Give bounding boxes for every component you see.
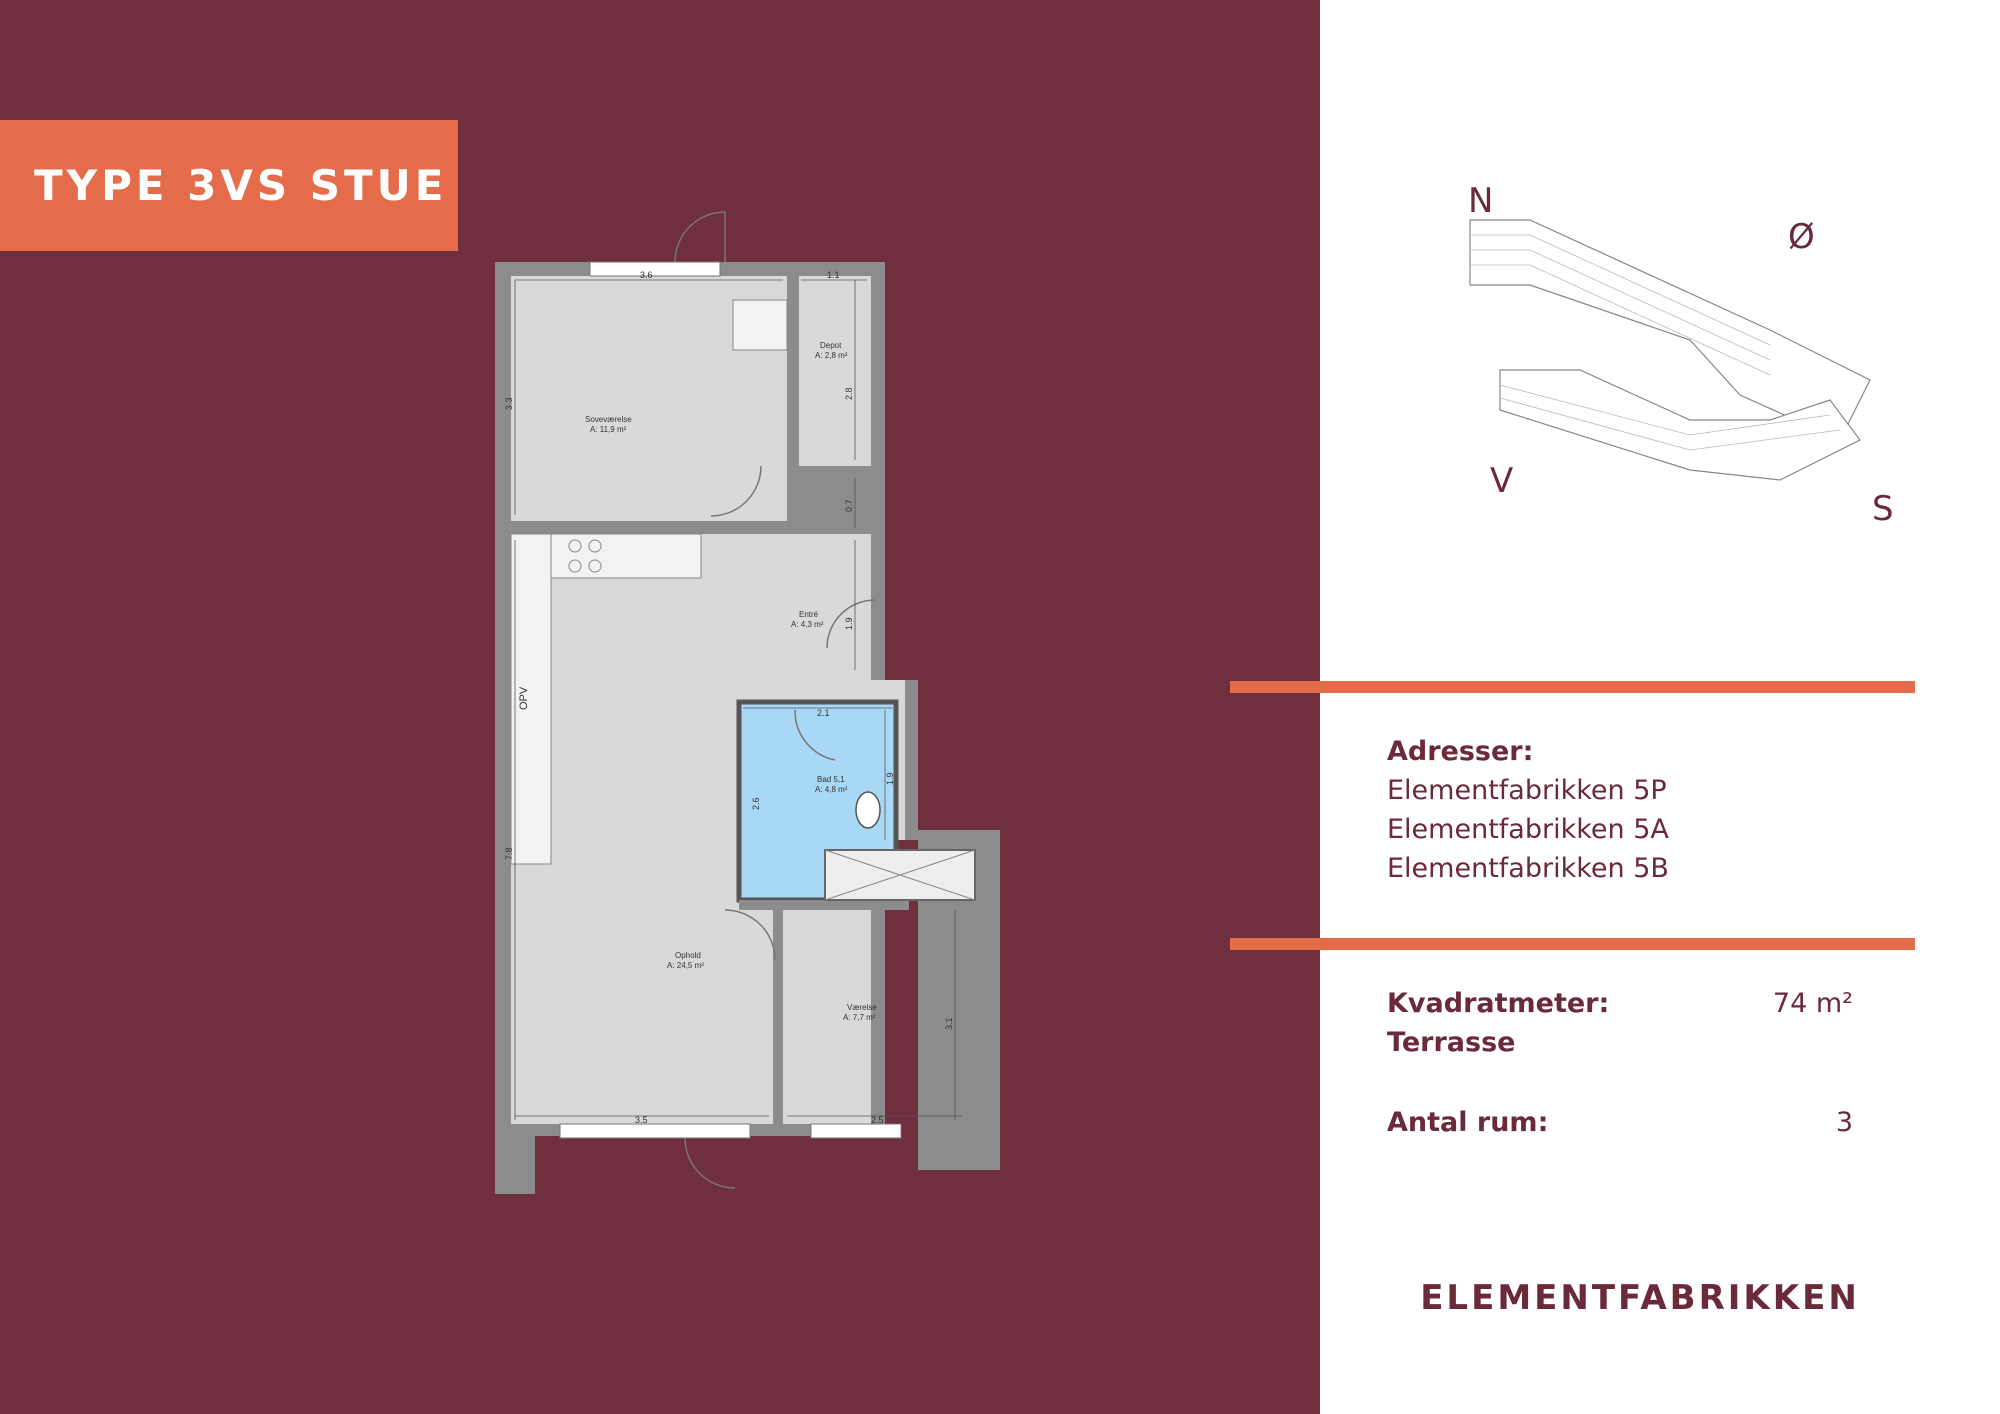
compass-east: Ø	[1788, 217, 1815, 257]
dim-7-8: 7.8	[504, 847, 514, 860]
room-entre-area: A: 4,3 m²	[791, 620, 824, 629]
address-block: Adresser: Elementfabrikken 5P Elementfab…	[1387, 732, 1669, 888]
dim-0-7: 0.7	[844, 499, 854, 512]
dim-1-1: 1.1	[827, 270, 840, 280]
room-bad-area: A: 4,8 m²	[815, 785, 848, 794]
room-ophold-name: Ophold	[675, 951, 701, 960]
room-vaerelse-name: Værelse	[847, 1003, 877, 1012]
room-sovevaerelse-name: Soveværelse	[585, 415, 632, 424]
wardrobe	[732, 299, 788, 351]
building-floor-lines	[1470, 234, 1841, 451]
building-orientation-diagram: N Ø V S	[1468, 181, 1894, 529]
area-value: 74 m²	[1772, 988, 1853, 1019]
dim-3-3: 3.3	[504, 397, 514, 410]
compass-south: S	[1872, 489, 1894, 529]
dim-1-9-b: 1.9	[885, 772, 895, 785]
room-vaerelse-area: A: 7,7 m²	[843, 1013, 876, 1022]
compass-north: N	[1468, 181, 1493, 221]
right-panel	[1320, 0, 2000, 1414]
divider-bottom	[1230, 938, 1915, 950]
rooms-value: 3	[1835, 1107, 1853, 1138]
divider-top	[1230, 681, 1915, 693]
dim-3-1: 3.1	[944, 1017, 954, 1030]
building-isometric	[1469, 219, 1871, 481]
compass-west: V	[1490, 461, 1513, 501]
apartment-type-title: TYPE 3VS STUE	[0, 120, 458, 251]
opv-label: OPV	[518, 686, 530, 710]
floor-plan: OPV 3.6 1.1 3.3 2.8 0.7 1.9 2.1 1.9 2.6 …	[495, 211, 1000, 1194]
room-depot-area: A: 2,8 m²	[815, 351, 848, 360]
interior-walls	[511, 276, 909, 1124]
address-line-3: Elementfabrikken 5B	[1387, 853, 1669, 884]
room-entre-name: Entré	[799, 610, 819, 619]
dim-2-5: 2.5	[871, 1115, 884, 1125]
dim-2-6: 2.6	[751, 797, 761, 810]
room-sovevaerelse-area: A: 11,9 m²	[590, 425, 627, 434]
area-row: Kvadratmeter: 74 m²	[1387, 988, 1853, 1019]
room-depot-name: Depot	[820, 341, 842, 350]
rooms-row: Antal rum: 3	[1387, 1107, 1853, 1138]
dim-3-5: 3.5	[635, 1115, 648, 1125]
dim-2-8: 2.8	[844, 387, 854, 400]
dimension-lines	[514, 279, 963, 1120]
brand-logo: ELEMENTFABRIKKEN	[1420, 1278, 1860, 1318]
toilet	[855, 791, 881, 829]
rooms-label: Antal rum:	[1387, 1107, 1549, 1138]
dim-2-1: 2.1	[817, 708, 830, 718]
kitchen-counter	[510, 533, 702, 865]
room-bad-name: Bad 5,1	[817, 775, 845, 784]
dim-1-9-a: 1.9	[844, 617, 854, 630]
room-ophold-area: A: 24,5 m²	[667, 961, 704, 970]
windows	[559, 261, 902, 1139]
dim-3-6: 3.6	[640, 270, 653, 280]
address-line-1: Elementfabrikken 5P	[1387, 775, 1667, 806]
address-line-2: Elementfabrikken 5A	[1387, 814, 1669, 845]
terrace-label: Terrasse	[1387, 1027, 1516, 1058]
address-label: Adresser:	[1387, 736, 1534, 767]
door-swings	[674, 211, 876, 1189]
area-label: Kvadratmeter:	[1387, 988, 1610, 1019]
